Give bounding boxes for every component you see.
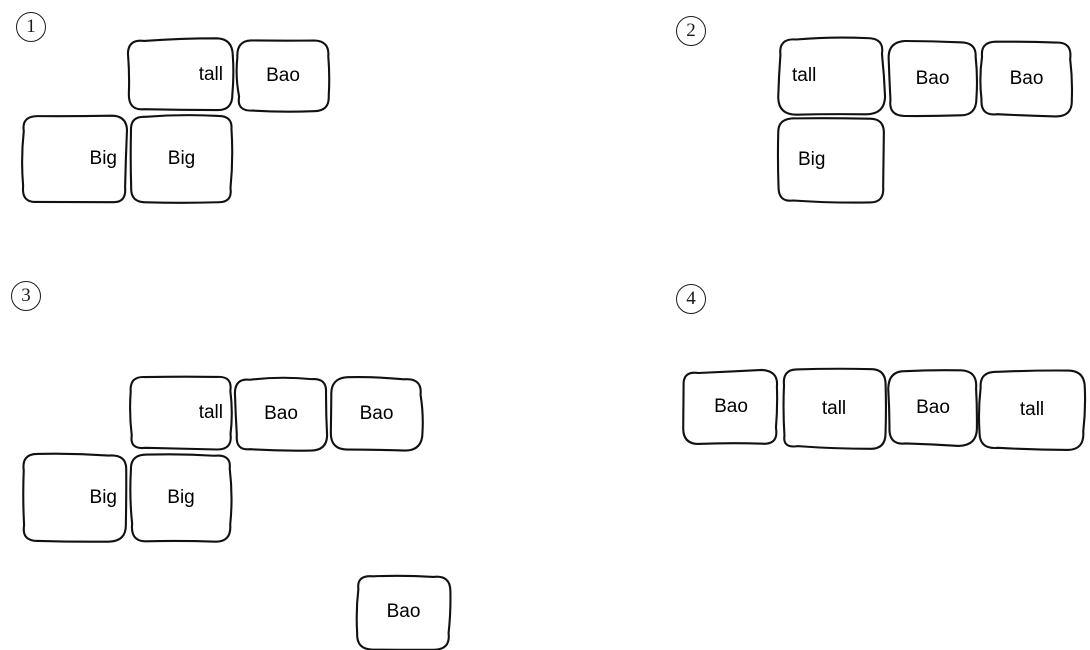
tile-outline-shape [683, 370, 779, 444]
tile-outline-shape [129, 375, 233, 450]
tile-big-1[interactable]: Big [21, 453, 127, 542]
tile-label: Big [798, 149, 826, 170]
tile-label: tall [821, 398, 847, 419]
tile-bao-3[interactable]: Bao [356, 574, 451, 650]
tile-outline-shape [130, 115, 233, 203]
tile-bao-2[interactable]: Bao [980, 41, 1073, 117]
tile-big-2[interactable]: Big [130, 115, 233, 203]
tile-bao-1[interactable]: Bao [888, 41, 977, 116]
tile-bao-1[interactable]: Bao [235, 377, 327, 451]
tile-tall-2[interactable]: tall [979, 370, 1085, 450]
tile-label: tall [1019, 399, 1045, 420]
tile-label: Bao [1009, 68, 1044, 89]
tile-outline-shape [21, 115, 127, 203]
tile-label: Bao [359, 403, 394, 424]
tile-label: Bao [916, 397, 950, 418]
tile-outline-shape [979, 370, 1085, 450]
tile-label: Big [167, 486, 195, 508]
tile-label: Bao [264, 403, 298, 424]
tile-big-2[interactable]: Big [130, 453, 232, 542]
panel-number-marker: 3 [11, 281, 41, 311]
panel-number-marker: 4 [676, 284, 706, 314]
tile-big-1[interactable]: Big [21, 115, 127, 203]
tile-label: Big [89, 486, 117, 508]
tile-tall-1[interactable]: tall [778, 37, 885, 115]
tile-big-1[interactable]: Big [778, 117, 885, 203]
tile-outline-shape [236, 40, 330, 112]
tile-label: tall [792, 65, 817, 86]
tile-outline-shape [778, 37, 885, 115]
tile-outline-shape [980, 41, 1073, 117]
tile-bao-2[interactable]: Bao [330, 377, 423, 451]
tile-tall-1[interactable]: tall [129, 375, 233, 450]
tile-outline-shape [888, 41, 977, 116]
tile-bao-2[interactable]: Bao [888, 370, 978, 446]
tile-label: tall [198, 401, 223, 423]
tile-outline-shape [21, 453, 127, 542]
tile-bao-1[interactable]: Bao [683, 370, 779, 444]
tile-bao-1[interactable]: Bao [236, 40, 330, 112]
tile-label: Bao [714, 396, 748, 417]
tile-label: Big [167, 148, 196, 169]
tile-outline-shape [778, 117, 885, 203]
tile-outline-shape [235, 377, 327, 451]
tile-tall-1[interactable]: tall [782, 369, 886, 449]
panel-number-marker: 1 [16, 12, 46, 42]
tile-outline-shape [128, 38, 233, 111]
panel-number-marker: 2 [676, 16, 706, 46]
tile-outline-shape [782, 369, 886, 449]
tile-tall-1[interactable]: tall [128, 38, 233, 111]
tile-outline-shape [130, 453, 232, 542]
tile-label: tall [198, 63, 223, 85]
tile-outline-shape [330, 377, 423, 451]
tile-label: Bao [915, 67, 950, 89]
tile-outline-shape [888, 370, 978, 446]
tile-label: Bao [386, 601, 421, 622]
tile-label: Big [89, 148, 117, 169]
tile-label: Bao [266, 65, 300, 86]
